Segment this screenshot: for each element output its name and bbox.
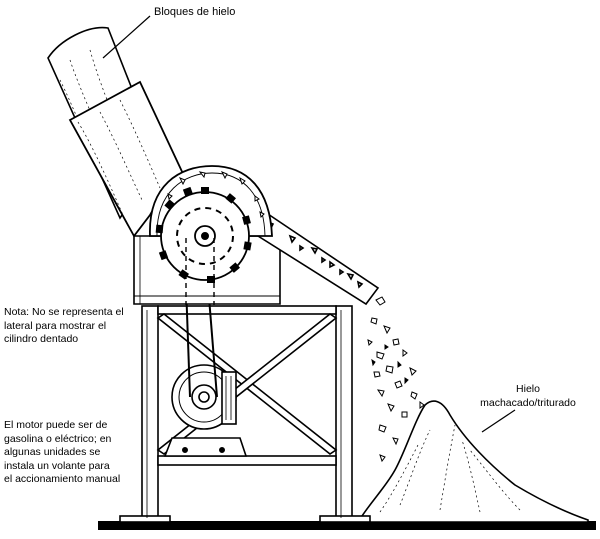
motor-label: El motor puede ser de gasolina o eléctri… (4, 419, 121, 485)
ground-base (98, 521, 596, 530)
stand-frame (119, 305, 371, 523)
motor-mount (163, 437, 248, 457)
ice-blocks-label: Bloques de hielo (154, 6, 236, 18)
crushed-ice-pile (356, 400, 589, 523)
falling-ice-fragments (367, 296, 425, 463)
motor (171, 364, 237, 430)
leader-lines (102, 15, 516, 433)
cylinder-teeth (155, 186, 252, 283)
crushed-ice-label: Hielo machacado/triturado (480, 383, 576, 409)
note-label: Nota: No se representa el lateral para m… (4, 306, 124, 345)
